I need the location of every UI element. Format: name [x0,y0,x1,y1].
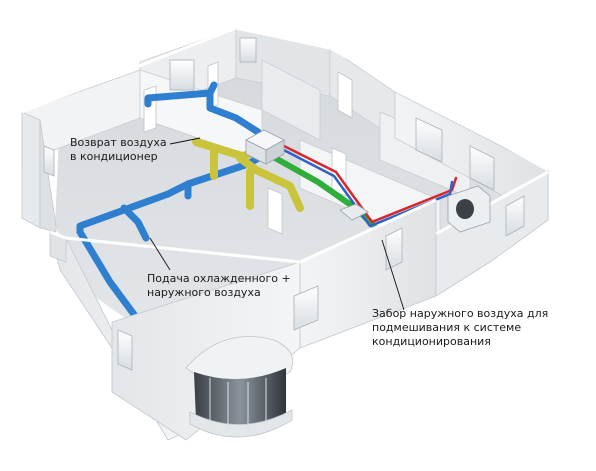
outdoor-unit [447,185,491,233]
leader-supply-air [149,237,171,271]
door-5 [267,187,283,235]
fresh-air-box-body [339,203,369,221]
indoor-unit [245,129,285,165]
label-outdoor-intake-line3: кондиционирования [372,335,491,348]
window-rear-left [169,59,195,91]
supply-duct-rear [144,89,262,136]
door-1 [143,85,157,133]
glass-bay [185,336,294,438]
glass-bay-glass [194,368,286,429]
supply-duct-rear-drop [206,81,218,97]
wall-top-caps [21,26,549,264]
supply-duct-front-branch-1 [120,204,150,242]
label-supply-air-line2: наружного воздуха [147,286,261,299]
window-front-left [117,329,133,371]
label-supply-air-line1: Подача охлажденного + [147,272,291,285]
window-rear-top [239,37,257,63]
return-duct-branch [236,154,304,212]
fresh-air-box [339,203,369,221]
leader-outdoor-intake [381,239,405,311]
outdoor-unit-fan [456,199,474,219]
label-return-air-line2: в кондиционер [70,150,158,163]
label-return-air-line1: Возврат воздуха [70,136,167,149]
indoor-unit-right [265,139,285,165]
left-wing-outer-wall [21,111,41,229]
fresh-air-duct [265,151,387,239]
refrigerant-line-cold [274,144,454,228]
refrigerant-line-hot [274,140,458,224]
partition-wall-2 [261,59,321,141]
glass-bay-base [189,409,293,438]
leader-return-air [169,137,201,145]
door-3 [337,71,353,119]
window-right-2 [469,145,495,191]
glass-bay-mullions [209,378,267,432]
label-outdoor-intake-line2: подмешивания к системе [372,321,521,334]
interior-doors [143,61,353,235]
label-outdoor-intake-line1: Забор наружного воздуха для [372,307,548,320]
window-front-mid [293,285,319,331]
window-right-wing [505,195,525,237]
exterior-windows [43,37,525,371]
annotations [149,137,405,311]
window-front-right [385,227,403,271]
window-right-1 [415,117,443,163]
window-left-wing [43,145,55,177]
